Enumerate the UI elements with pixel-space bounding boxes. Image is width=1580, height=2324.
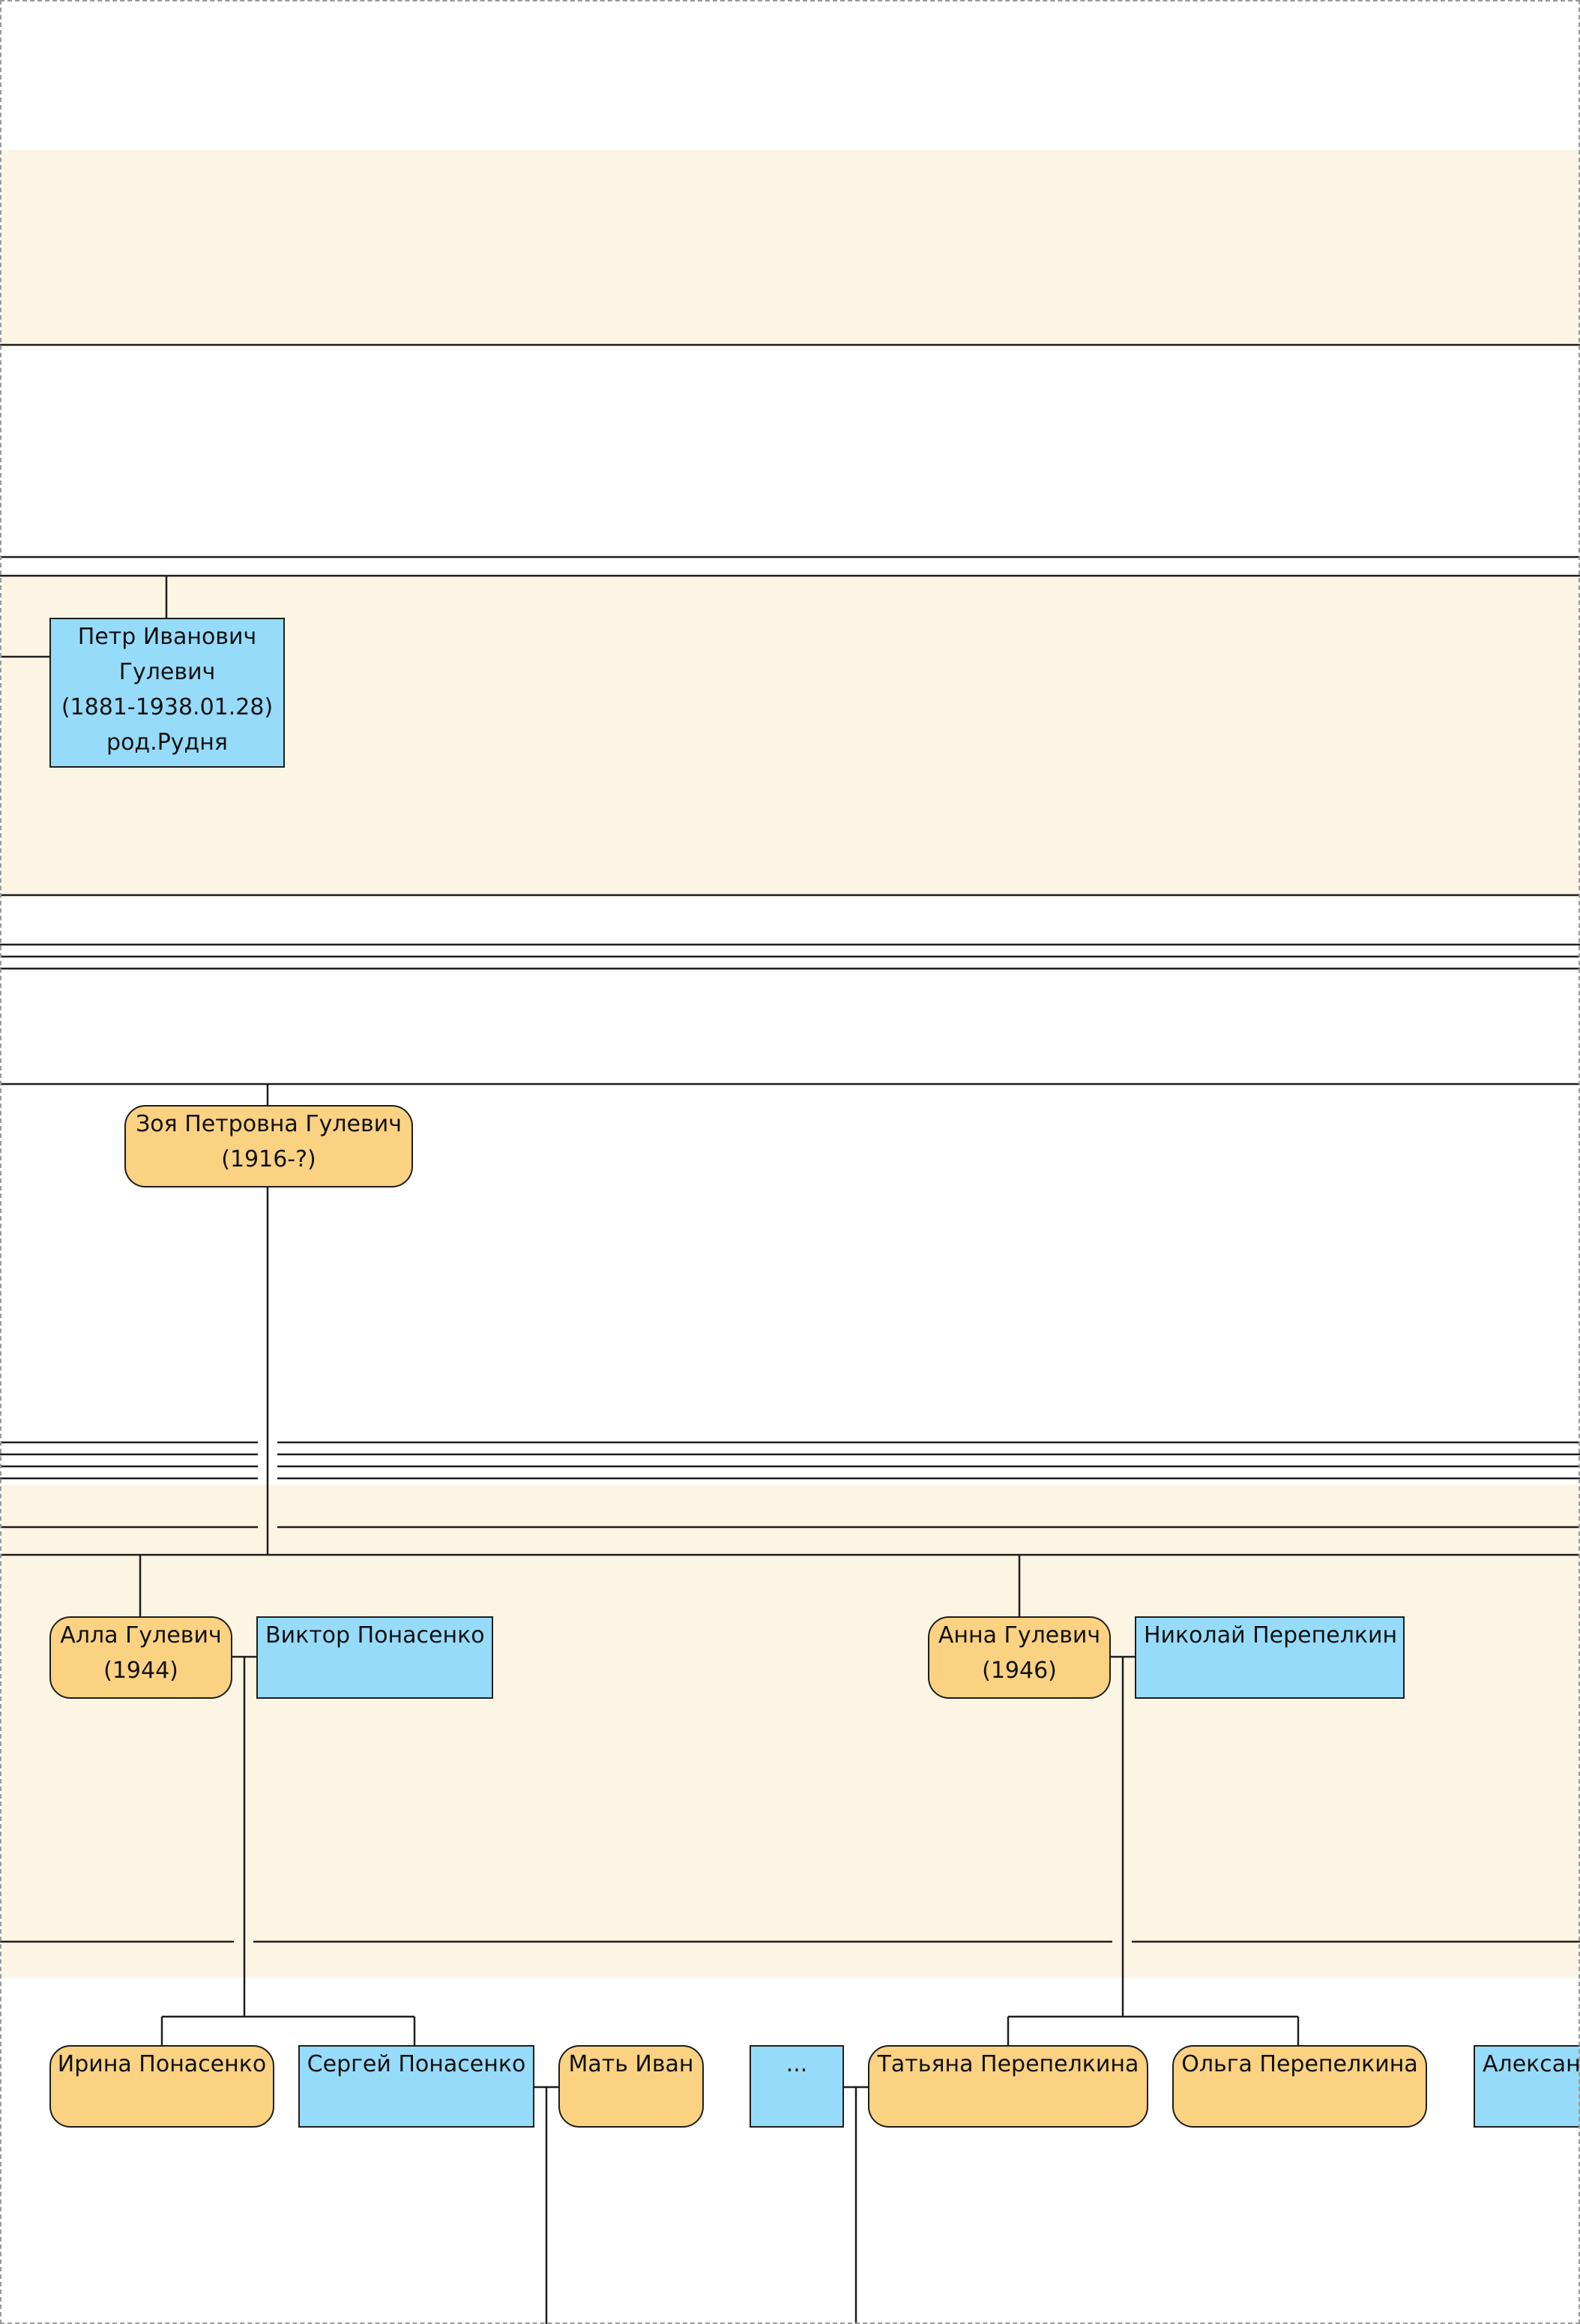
person-surname: Гулевич [118, 659, 216, 685]
person-irina-ponasenko[interactable]: Ирина Понасенко [49, 2045, 274, 2128]
person-dates: (1946) [982, 1658, 1057, 1684]
person-petr-gulevich[interactable]: Петр Иванович Гулевич (1881-1938.01.28) … [49, 618, 285, 768]
person-dates: (1916-?) [221, 1146, 316, 1172]
person-tatyana-perepelkina[interactable]: Татьяна Перепелкина [868, 2045, 1148, 2128]
person-name: Мать Иван [568, 2051, 694, 2077]
person-dates: (1881-1938.01.28) [61, 694, 274, 720]
person-zoya-gulevich[interactable]: Зоя Петровна Гулевич (1916-?) [124, 1105, 413, 1187]
person-nikolay-perepelkin[interactable]: Николай Перепелкин [1135, 1616, 1405, 1699]
person-unknown[interactable]: ... [750, 2045, 844, 2128]
person-name: Зоя Петровна Гулевич [136, 1111, 402, 1137]
person-name: Анна Гулевич [938, 1622, 1101, 1649]
person-name: Николай Перепелкин [1144, 1622, 1398, 1649]
person-name: Виктор Понасенко [265, 1622, 485, 1649]
person-name: Ольга Перепелкина [1181, 2051, 1418, 2077]
person-birthplace: род.Рудня [106, 729, 228, 756]
person-name: Ирина Понасенко [57, 2051, 267, 2077]
generation-band [1, 150, 1579, 346]
person-name: Александр [1483, 2051, 1580, 2077]
person-name: Петр Иванович [77, 624, 257, 650]
person-name: Алла Гулевич [60, 1622, 222, 1649]
person-aleksandr[interactable]: Александр [1474, 2045, 1580, 2128]
person-mat-ivan[interactable]: Мать Иван [558, 2045, 704, 2128]
person-alla-gulevich[interactable]: Алла Гулевич (1944) [49, 1616, 232, 1699]
person-anna-gulevich[interactable]: Анна Гулевич (1946) [928, 1616, 1111, 1699]
person-name: Татьяна Перепелкина [877, 2051, 1139, 2077]
person-olga-perepelkina[interactable]: Ольга Перепелкина [1172, 2045, 1427, 2128]
person-viktor-ponasenko[interactable]: Виктор Понасенко [256, 1616, 493, 1699]
generation-band [1, 1484, 1579, 1978]
person-name: ... [786, 2051, 808, 2077]
person-sergey-ponasenko[interactable]: Сергей Понасенко [298, 2045, 534, 2128]
person-dates: (1944) [103, 1658, 178, 1684]
person-name: Сергей Понасенко [307, 2051, 526, 2077]
